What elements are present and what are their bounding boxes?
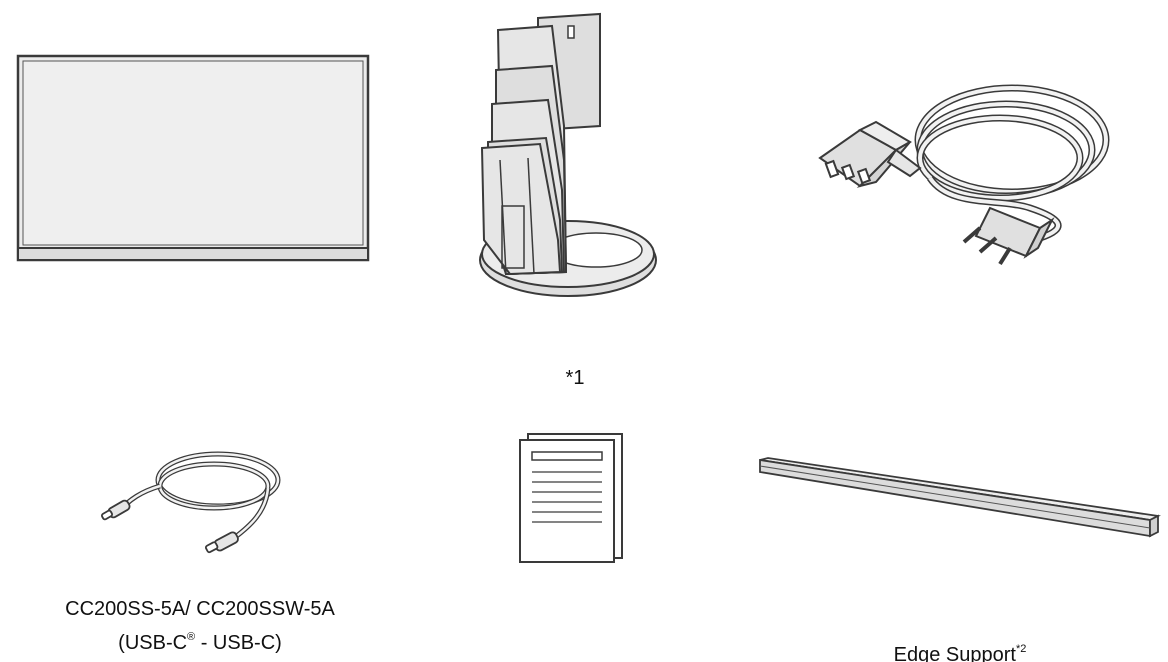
registered-mark: ® [187, 631, 196, 643]
edge-support-label: Edge Support [893, 644, 1016, 662]
power-cord-icon [800, 58, 1120, 268]
usb-c-cable-icon [100, 442, 300, 562]
documents-icon [516, 430, 628, 564]
stand-icon [470, 10, 670, 310]
stand-footnote: *1 [565, 367, 585, 389]
edge-support-footnote: *2 [1015, 643, 1027, 655]
usb-cable-caption-prefix: (USB-C [118, 632, 188, 654]
usb-cable-caption-line2: (USB-C® - USB-C) [0, 624, 400, 656]
edge-support-icon [752, 456, 1162, 546]
usb-cable-caption-suffix: - USB-C) [195, 632, 282, 654]
monitor-icon [14, 52, 374, 268]
edge-support-caption: Edge Support*2 [820, 636, 1100, 662]
usb-cable-caption-line1: CC200SS-5A/ CC200SSW-5A [65, 598, 335, 620]
